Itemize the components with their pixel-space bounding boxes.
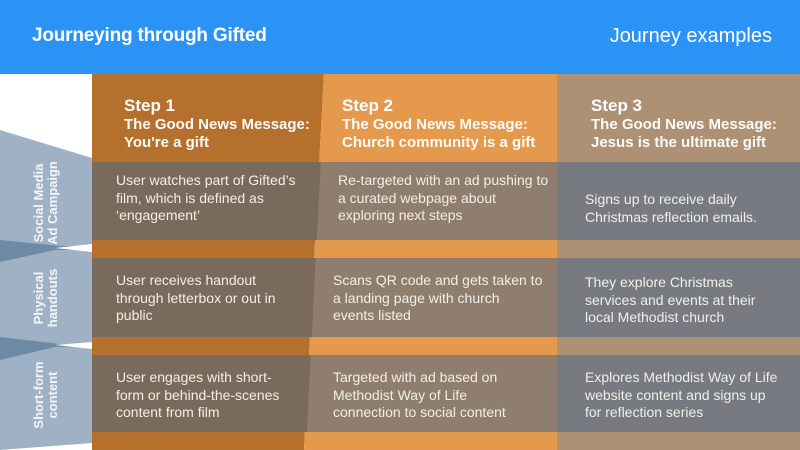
cell-row3-step3: Explores Methodist Way of Life website c… — [585, 369, 778, 420]
row1-label-line1: Social Media — [31, 163, 46, 243]
step3-message-line2: Jesus is the ultimate gift — [591, 134, 767, 151]
row-label-social-media: Social Media Ad Campaign — [31, 148, 62, 258]
row-label-physical-handouts: Physical handouts — [31, 243, 62, 353]
cell-row1-step3: Signs up to receive daily Christmas refl… — [585, 191, 757, 225]
step3-row3-cell — [557, 355, 800, 432]
cell-row1-step2: Re-targeted with an ad pushing to a cura… — [338, 172, 549, 223]
step1-row1-cell — [92, 162, 321, 240]
cell-row2-step3: They explore Christmas services and even… — [585, 274, 756, 325]
step3-number: Step 3 — [591, 96, 643, 115]
step2-message-line1: The Good News Message: — [342, 116, 528, 133]
page-subtitle: Journey examples — [609, 25, 772, 47]
page-header: Journeying through Gifted Journey exampl… — [0, 0, 800, 74]
sidebar-separator-2 — [0, 337, 92, 360]
step3-message-line1: The Good News Message: — [591, 116, 777, 133]
cell-row3-step2: Targeted with ad based on Methodist Way … — [333, 369, 506, 420]
sidebar-white-wedge-bottom — [0, 443, 92, 450]
row-label-short-form: Short-form content — [31, 340, 62, 450]
step2-header: Step 2 The Good News Message: Church com… — [342, 96, 552, 152]
cell-row2-step1: User receives handout through letterbox … — [116, 272, 276, 323]
step1-header: Step 1 The Good News Message: You're a g… — [124, 96, 319, 152]
row3-label-line2: content — [45, 371, 60, 419]
row2-label-line2: handouts — [45, 268, 60, 328]
cell-row3-step1: User engages with short-form or behind-t… — [116, 369, 280, 420]
cell-row1-step1: User watches part of Gifted’s film, whic… — [116, 172, 296, 223]
step3-row1-cell — [557, 162, 800, 240]
step2-message-line2: Church community is a gift — [342, 134, 536, 151]
cell-row2-step2: Scans QR code and gets taken to a landin… — [333, 272, 543, 323]
step3-header: Step 3 The Good News Message: Jesus is t… — [591, 96, 796, 152]
row1-label-line2: Ad Campaign — [45, 161, 60, 245]
row2-label-line1: Physical — [31, 271, 46, 325]
sidebar-white-notch-1 — [55, 244, 92, 252]
step1-row3-cell — [92, 355, 311, 432]
step3-row2-cell — [557, 258, 800, 337]
sidebar-white-notch-2 — [55, 342, 92, 349]
sidebar-white-wedge-top — [0, 72, 92, 158]
step2-row3-cell — [307, 355, 557, 432]
step1-message-line1: The Good News Message: — [124, 116, 310, 133]
sidebar-panel — [0, 72, 92, 450]
step2-number: Step 2 — [342, 96, 394, 115]
page-title: Journeying through Gifted — [32, 25, 267, 46]
row3-label-line1: Short-form — [31, 361, 46, 429]
step1-number: Step 1 — [124, 96, 176, 115]
step2-row1-cell — [317, 162, 557, 240]
sidebar-separator-1 — [0, 240, 92, 262]
step1-row2-cell — [92, 258, 316, 337]
step1-message-line2: You're a gift — [124, 134, 209, 151]
step2-row2-cell — [312, 258, 557, 337]
